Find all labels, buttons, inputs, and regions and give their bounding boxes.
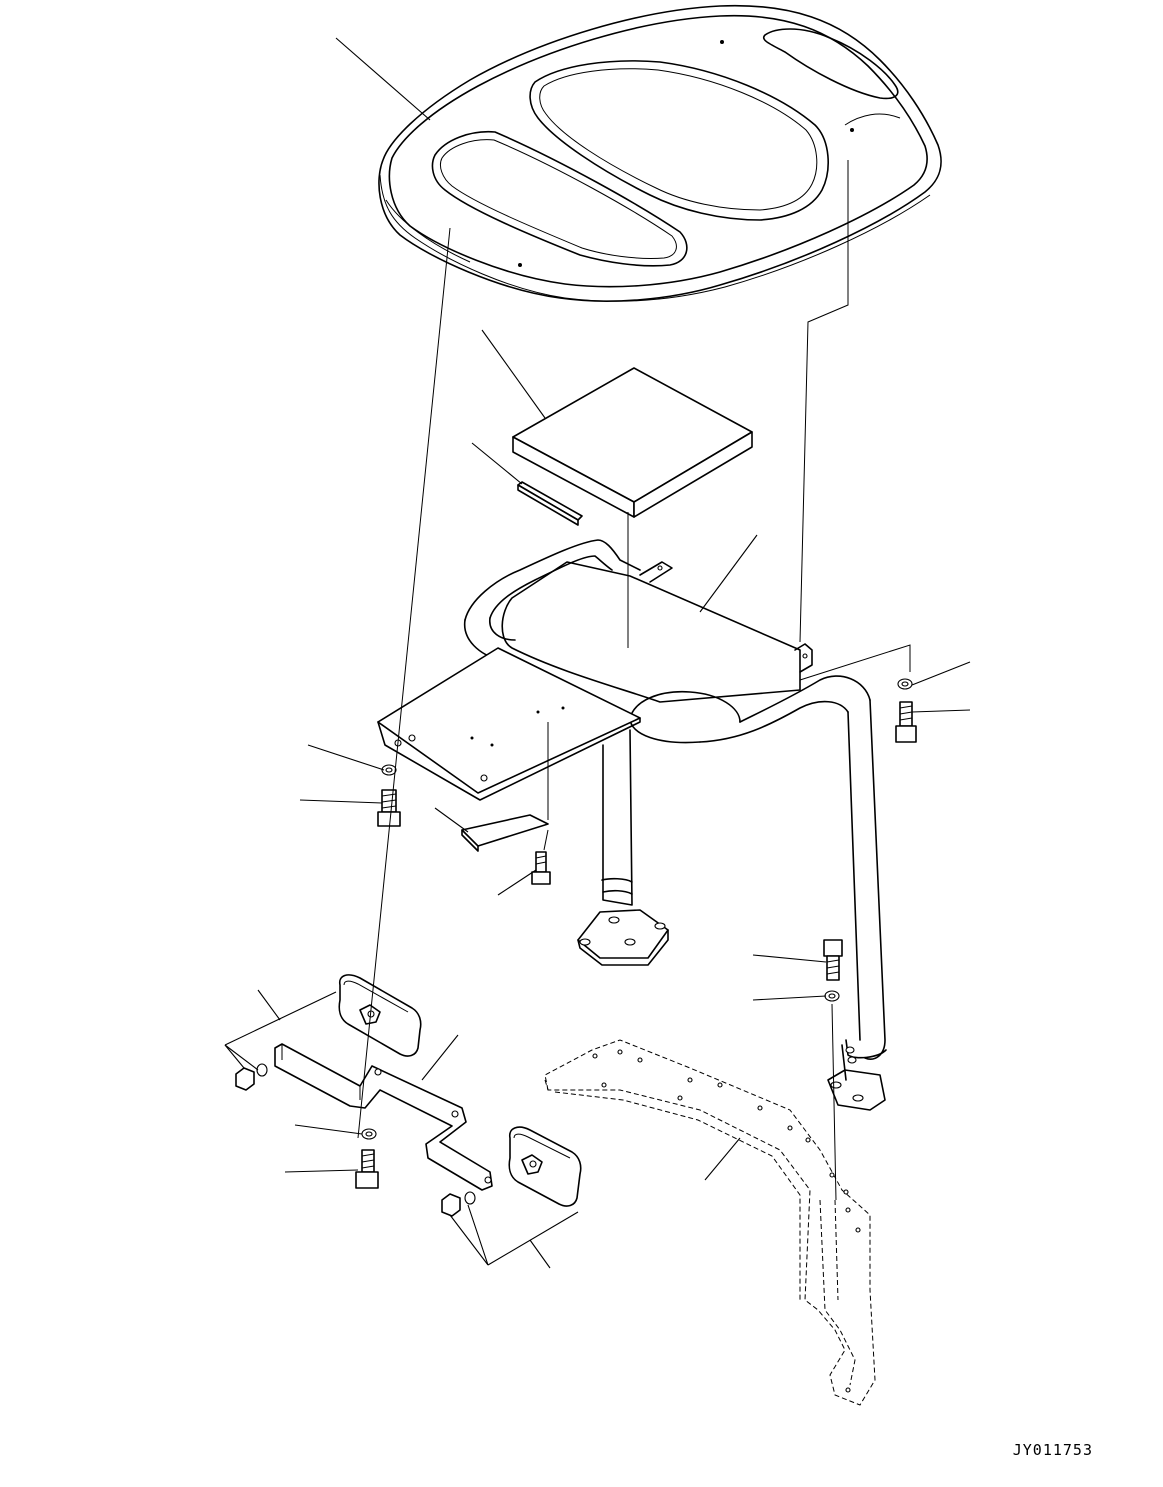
floor-plate [377,647,641,801]
bolt [823,939,843,981]
leader-lines [224,37,971,1269]
nut-group [235,1067,461,1217]
bolt [355,1149,379,1189]
mounting-frame [544,1039,876,1406]
bolt [895,701,917,743]
washer [256,1063,268,1077]
bolt-group [355,701,917,1189]
roof-insulation-pad [512,367,753,518]
mirror-stay [274,1043,493,1191]
mirror-right [508,1126,582,1207]
mirror-left [338,974,422,1057]
screw [531,851,551,885]
washer [464,1191,476,1205]
canopy-frame [463,539,887,1111]
seal-strip [517,481,583,526]
canopy-roof [378,4,942,302]
nut [441,1193,461,1217]
label-plate [461,814,549,852]
drawing-code: JY011753 [1012,1441,1093,1459]
washer-group [256,678,913,1205]
bolt [377,789,401,827]
nut [235,1067,255,1091]
